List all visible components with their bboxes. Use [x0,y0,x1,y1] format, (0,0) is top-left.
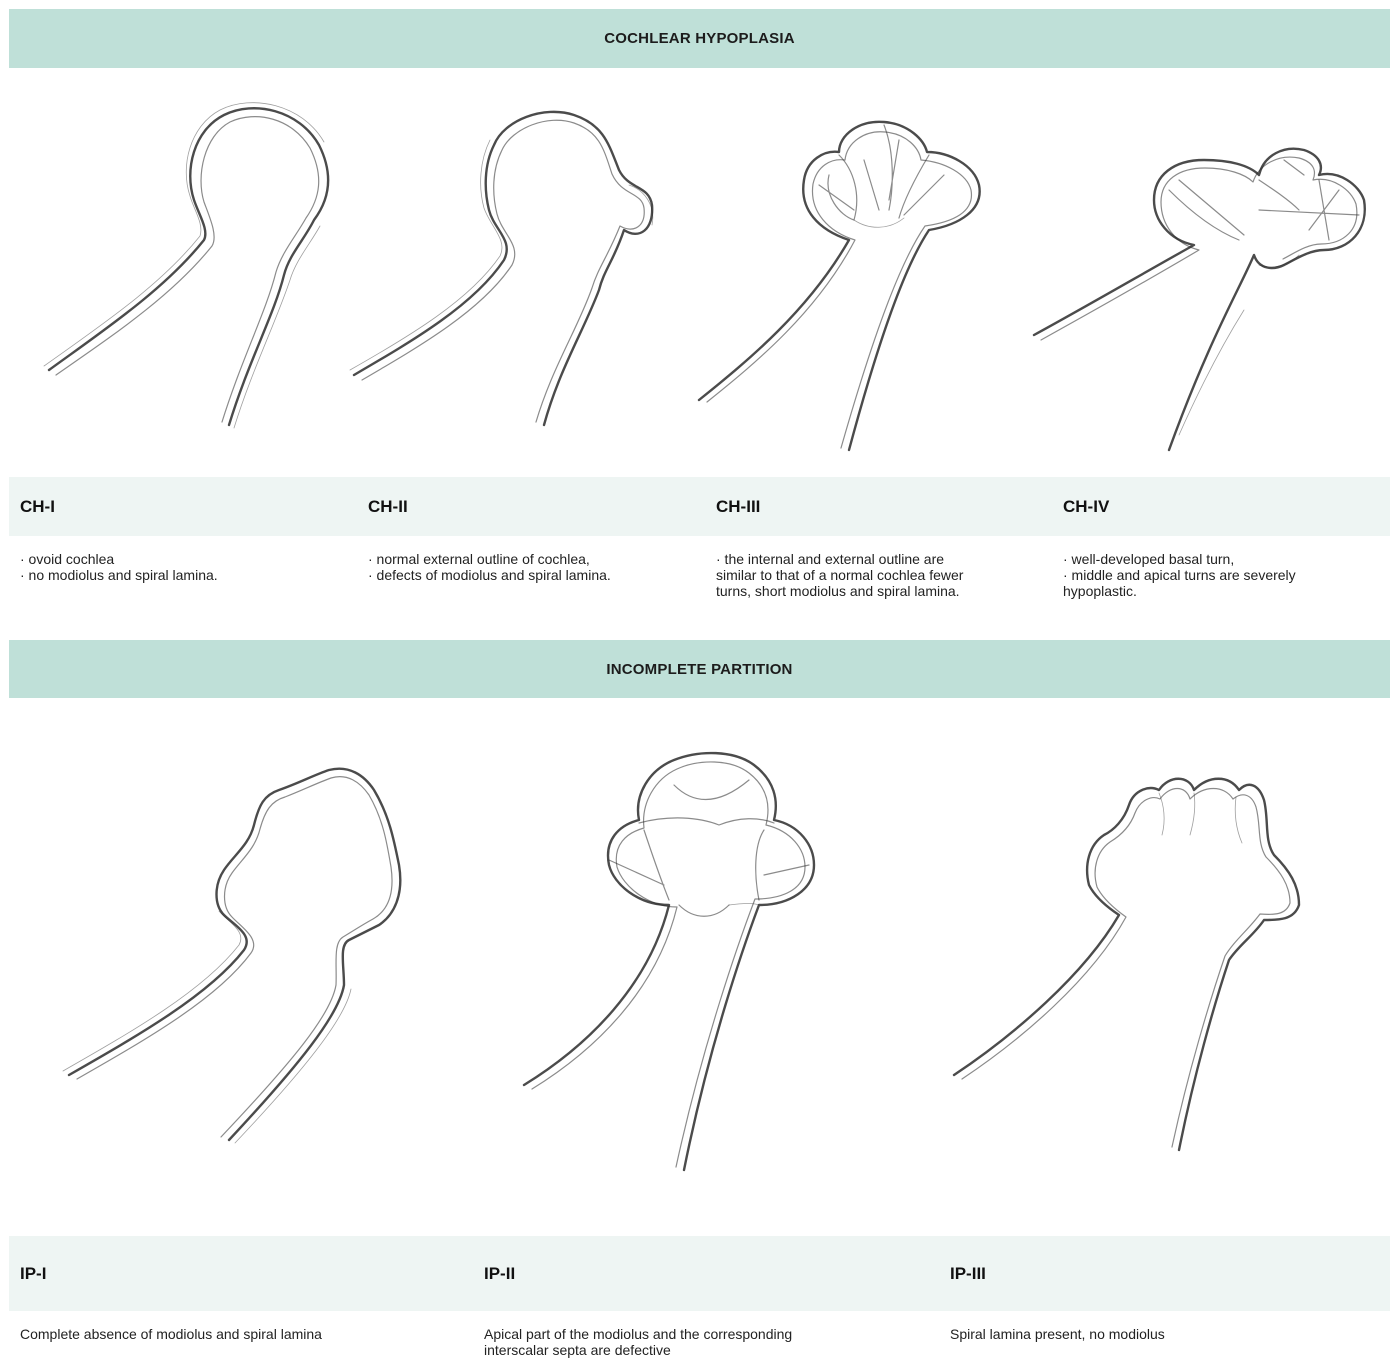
ch-ii-description: · normal external outline of cochlea, · … [368,551,698,583]
ip-ii-description: Apical part of the modiolus and the corr… [484,1326,924,1358]
ip-ii-label: IP-II [484,1236,515,1311]
incomplete-partition-labels: IP-I IP-II IP-III [9,1236,1390,1311]
ch-iv-label: CH-IV [1063,477,1109,536]
section-title: COCHLEAR HYPOPLASIA [604,30,794,47]
ch-ii-label: CH-II [368,477,408,536]
section-header-incomplete-partition: INCOMPLETE PARTITION [9,640,1390,698]
section-header-cochlear-hypoplasia: COCHLEAR HYPOPLASIA [9,9,1390,68]
incomplete-partition-illustrations [9,745,1390,1195]
ch-i-illustration [34,90,344,450]
ch-i-label: CH-I [20,477,55,536]
ip-iii-label: IP-III [950,1236,986,1311]
ch-iii-label: CH-III [716,477,760,536]
ip-ii-illustration [509,745,849,1175]
ip-iii-description: Spiral lamina present, no modiolus [950,1326,1370,1342]
ip-i-illustration [49,745,429,1145]
ch-i-description: · ovoid cochlea · no modiolus and spiral… [20,551,340,583]
ch-iv-illustration [1029,90,1369,460]
ch-iii-illustration [689,90,1009,460]
section-title: INCOMPLETE PARTITION [606,661,792,678]
ch-ii-illustration [344,90,664,450]
ch-iii-description: · the internal and external outline are … [716,551,1046,599]
cochlear-hypoplasia-labels: CH-I CH-II CH-III CH-IV [9,477,1390,536]
ip-i-label: IP-I [20,1236,46,1311]
cochlear-hypoplasia-illustrations [9,90,1390,470]
ip-iii-illustration [944,745,1314,1155]
ip-i-description: Complete absence of modiolus and spiral … [20,1326,460,1342]
ch-iv-description: · well-developed basal turn, · middle an… [1063,551,1383,599]
